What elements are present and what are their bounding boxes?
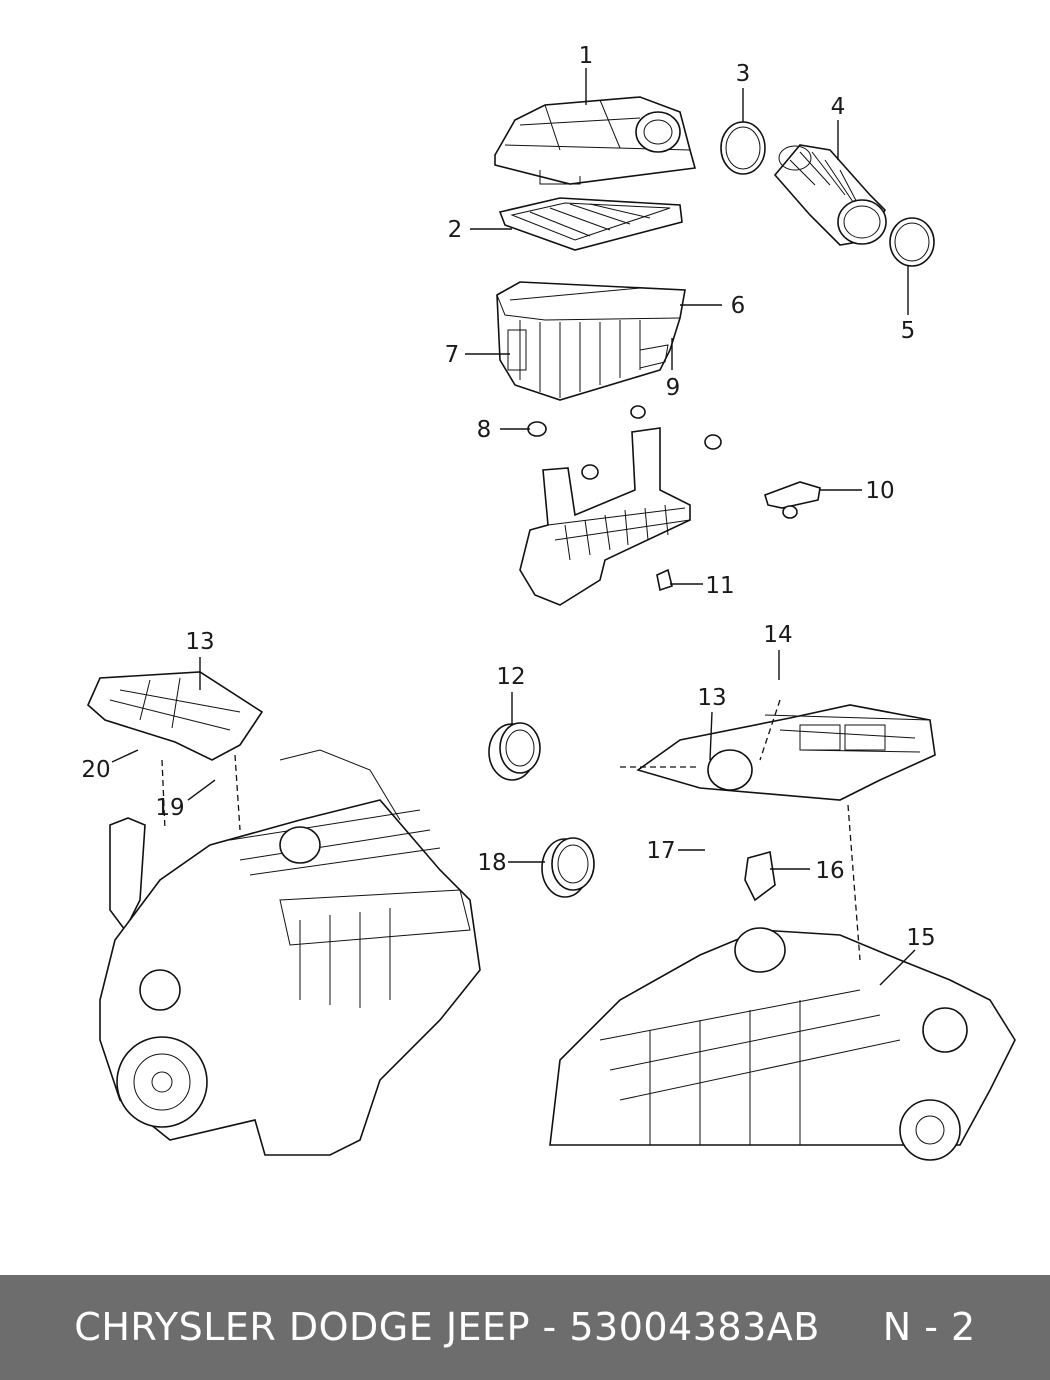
callout-15: 15 [906, 925, 935, 951]
footer-bar: CHRYSLER DODGE JEEP - 53004383AB N - 2 [0, 1275, 1050, 1380]
callout-20: 20 [81, 757, 110, 783]
air-filter-element [498, 197, 683, 251]
engine-assembly-right [549, 704, 1016, 1161]
callout-13-left: 13 [185, 629, 214, 655]
callout-9: 9 [666, 375, 681, 401]
bracket-clip [764, 481, 821, 519]
callout-17: 17 [646, 838, 675, 864]
callout-16: 16 [815, 858, 844, 884]
callout-3: 3 [736, 61, 751, 87]
grommet-nuts [527, 405, 722, 480]
bolt [656, 568, 673, 592]
air-inlet-hose [773, 144, 887, 246]
air-cleaner-cover [494, 96, 697, 185]
callout-4: 4 [831, 94, 846, 120]
callout-5: 5 [901, 318, 916, 344]
callout-11: 11 [705, 573, 734, 599]
footer-part-number: CHRYSLER DODGE JEEP - 53004383AB N - 2 [74, 1305, 976, 1349]
callout-18: 18 [477, 850, 506, 876]
seal-ring-18 [541, 837, 595, 898]
air-cleaner-housing [496, 281, 686, 401]
callout-12: 12 [496, 664, 525, 690]
seal-ring-12 [488, 722, 541, 781]
callout-13-right: 13 [697, 685, 726, 711]
callout-7: 7 [445, 342, 460, 368]
exploded-parts-diagram: 1 2 3 4 5 6 7 8 9 10 11 12 13 13 14 15 1… [81, 43, 1016, 1161]
callout-labels: 1 2 3 4 5 6 7 8 9 10 11 12 13 13 14 15 1… [81, 43, 935, 951]
callout-8: 8 [477, 417, 492, 443]
callout-14: 14 [763, 622, 792, 648]
callout-19: 19 [155, 795, 184, 821]
callout-leader-lines [111, 68, 916, 986]
callout-1: 1 [579, 43, 594, 69]
callout-6: 6 [731, 293, 746, 319]
hose-clamp-upper [720, 121, 766, 175]
air-cleaner-support-bracket [519, 427, 691, 606]
hose-clamp-lower [889, 217, 935, 267]
callout-2: 2 [448, 217, 463, 243]
engine-assembly-left [87, 671, 481, 1156]
callout-10: 10 [865, 478, 894, 504]
